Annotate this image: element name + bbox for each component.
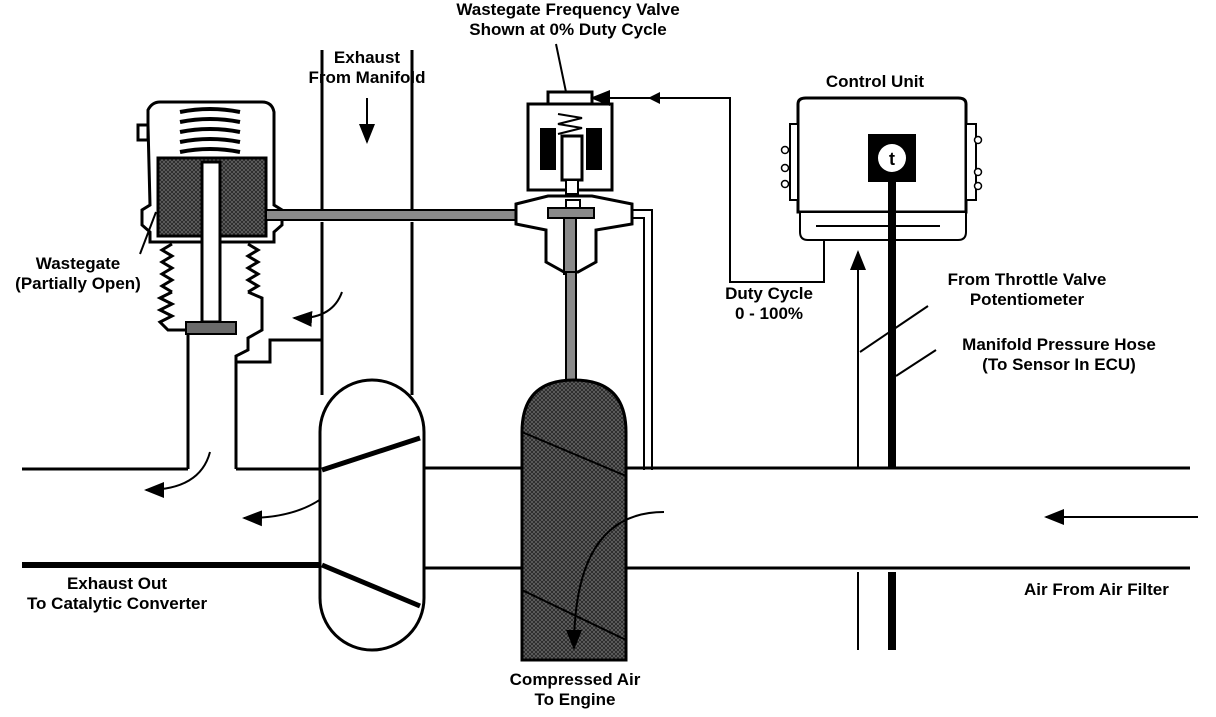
wastegate-flow-arrow-2 <box>144 451 211 498</box>
wastegate-actuator <box>136 100 322 364</box>
exhaust-label-line2: From Manifold <box>308 68 426 87</box>
exhaust-out-label-line1: Exhaust Out <box>66 574 168 593</box>
air-filter-label: Air From Air Filter <box>1024 580 1169 599</box>
wastegate-pressure-line <box>265 209 517 221</box>
wastegate-valve-leader-line <box>555 43 567 93</box>
wastegate-flow-arrow-1 <box>292 291 343 327</box>
control-unit: t <box>780 96 983 241</box>
wastegate-label-line1: Wastegate <box>35 254 121 273</box>
compressor-wheel <box>520 378 628 662</box>
manifold-pressure-hose <box>888 182 896 468</box>
throttle-label: From Throttle Valve Potentiometer <box>924 270 1130 310</box>
hose-leader-line <box>895 349 937 377</box>
manifold-hose-label-line2: (To Sensor In ECU) <box>982 355 1136 374</box>
exhaust-out-label-line2: To Catalytic Converter <box>26 594 208 613</box>
duty-cycle-label-line2: 0 - 100% <box>734 304 804 323</box>
intake-pipe <box>424 466 1190 570</box>
wastegate-label-line2: (Partially Open) <box>15 274 141 293</box>
throttle-label-line2: Potentiometer <box>969 290 1085 309</box>
exhaust-label: Exhaust From Manifold <box>282 48 452 88</box>
wastegate-valve-label-line1: Wastegate Frequency Valve <box>456 0 680 19</box>
duty-cycle-label: Duty Cycle 0 - 100% <box>704 284 834 324</box>
frequency-valve <box>514 90 634 275</box>
wastegate-label: Wastegate (Partially Open) <box>0 254 156 294</box>
wastegate-valve-label-line2: Shown at 0% Duty Cycle <box>469 20 667 39</box>
exhaust-manifold-pipe <box>320 50 414 395</box>
duty-cycle-label-line1: Duty Cycle <box>725 284 813 303</box>
manifold-hose-label: Manifold Pressure Hose (To Sensor In ECU… <box>934 335 1184 375</box>
exhaust-outlet-pipe <box>22 362 322 568</box>
throttle-label-line1: From Throttle Valve <box>947 270 1107 289</box>
valve-to-compressor-line <box>565 271 577 383</box>
compressed-air-label: Compressed Air To Engine <box>490 670 660 710</box>
throttle-leader-line <box>859 305 929 353</box>
wastegate-valve-label: Wastegate Frequency Valve Shown at 0% Du… <box>418 0 718 40</box>
boost-reference-line <box>632 209 653 470</box>
turbine-wheel <box>318 378 426 652</box>
manifold-hose-label-line1: Manifold Pressure Hose <box>962 335 1156 354</box>
control-unit-symbol: t <box>889 149 895 169</box>
duty-cycle-signal-line <box>650 97 825 283</box>
wastegate-leader-line <box>139 211 157 255</box>
exhaust-label-line1: Exhaust <box>333 48 401 67</box>
control-unit-label: Control Unit <box>825 72 925 91</box>
compressed-air-label-line2: To Engine <box>534 690 616 709</box>
exhaust-out-label: Exhaust Out To Catalytic Converter <box>0 574 234 614</box>
compressed-air-label-line1: Compressed Air <box>509 670 641 689</box>
compressor-flow-arrow <box>566 511 665 650</box>
